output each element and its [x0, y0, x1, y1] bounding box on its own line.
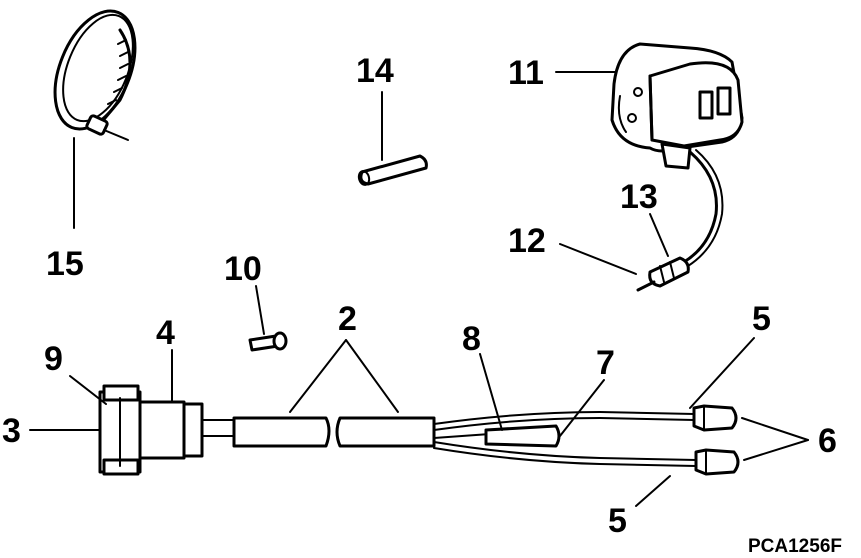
module-part: [610, 42, 744, 170]
callout-10: 10: [224, 250, 262, 288]
pin-part: [357, 154, 428, 186]
splice-sleeve-part: [484, 424, 561, 448]
callout-3: 3: [2, 412, 21, 450]
terminal-upper-part: [692, 404, 738, 432]
leader-7: [559, 379, 605, 437]
leader-6a: [741, 417, 809, 441]
screw-part: [248, 331, 288, 352]
callout-5-upper: 5: [752, 300, 771, 338]
callout-4: 4: [156, 314, 175, 352]
leader-5-lower: [635, 475, 671, 507]
callout-14: 14: [356, 52, 394, 90]
callout-2: 2: [338, 300, 357, 338]
leader-13: [649, 213, 669, 257]
leader-8: [479, 353, 503, 431]
leader-9: [69, 375, 107, 405]
callout-6: 6: [818, 422, 837, 460]
lead-connector-part: [636, 256, 690, 292]
leader-6b: [743, 439, 809, 461]
leader-5-upper: [689, 337, 755, 409]
callout-8: 8: [462, 320, 481, 358]
leader-2b: [345, 339, 399, 413]
leader-2a: [289, 339, 347, 413]
module-lead-wire: [682, 150, 718, 264]
callout-12: 12: [508, 222, 546, 260]
callout-15: 15: [46, 245, 84, 283]
terminal-lower-part: [694, 448, 740, 476]
callout-9: 9: [44, 340, 63, 378]
diagram-code: PCA1256F: [748, 536, 842, 557]
callout-5-lower: 5: [608, 502, 627, 540]
harness-wires: [433, 410, 697, 467]
module-lead-wire-inner: [687, 149, 724, 267]
leader-12: [559, 243, 637, 275]
callout-7: 7: [596, 344, 615, 382]
harness-cable-part: [201, 416, 436, 448]
leader-10: [255, 285, 265, 335]
callout-13: 13: [620, 178, 658, 216]
harness-connector-part: [98, 384, 204, 476]
hose-clamp-part: [53, 9, 137, 141]
callout-11: 11: [508, 54, 544, 92]
